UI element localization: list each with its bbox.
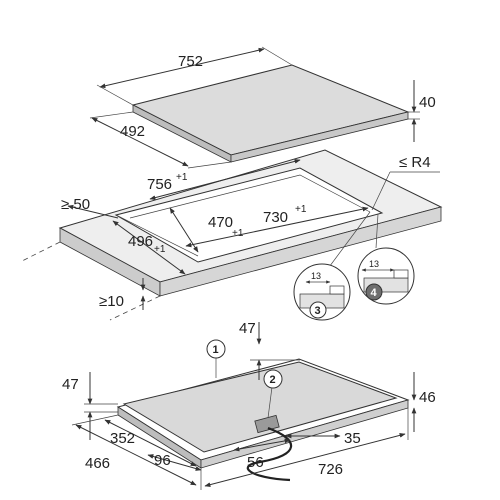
dim-clearance-10: ≥10: [99, 293, 124, 310]
marker-4-label: 4: [371, 287, 378, 299]
dim-730: 730: [263, 209, 288, 226]
cooktop-glass-surface: [131, 64, 410, 156]
detail-4-dim: 13: [369, 259, 379, 269]
dim-726: 726: [318, 461, 343, 478]
marker-2: [263, 369, 283, 389]
cooktop-top-view: 752 40 492: [89, 46, 436, 169]
marker-4: [365, 283, 383, 301]
dim-470: 470: [208, 214, 233, 231]
cooktop-bottom-view: 1 2 47 47 46 352 466 96 56 35 726: [62, 320, 436, 490]
dim-right-46: 46: [419, 389, 436, 406]
marker-1: [206, 339, 226, 359]
connection-box: [254, 414, 280, 434]
worktop-cutout-view: 756 +1 ≥ 50 ≤ R4 470 +1 730 +1 496 +1 ≥1…: [19, 149, 443, 321]
dim-496-tol: +1: [154, 244, 166, 255]
dim-96: 96: [154, 452, 171, 469]
detail-callout-3: 13 3: [293, 263, 351, 321]
dim-56: 56: [247, 454, 264, 471]
marker-1-label: 1: [213, 344, 219, 356]
dim-352: 352: [110, 430, 135, 447]
marker-3-label: 3: [315, 305, 321, 317]
detail-3-dim: 13: [311, 271, 321, 281]
dim-756: 756: [147, 176, 172, 193]
dim-496: 496: [128, 233, 153, 250]
dim-470-tol: +1: [232, 228, 244, 239]
dim-clearance-50: ≥ 50: [61, 196, 90, 213]
dim-radius-r4: ≤ R4: [399, 154, 431, 171]
dim-730-tol: +1: [295, 204, 307, 215]
marker-2-label: 2: [270, 374, 276, 386]
marker-3: [309, 301, 327, 319]
dim-492: 492: [120, 123, 145, 140]
dim-466: 466: [85, 455, 110, 472]
dim-left-47: 47: [62, 376, 79, 393]
dim-35: 35: [344, 430, 361, 447]
dim-top-47: 47: [239, 320, 256, 337]
dim-752: 752: [178, 53, 203, 70]
detail-callout-4: 13 4: [357, 247, 415, 305]
dim-756-tol: +1: [176, 172, 188, 183]
dim-40: 40: [419, 94, 436, 111]
